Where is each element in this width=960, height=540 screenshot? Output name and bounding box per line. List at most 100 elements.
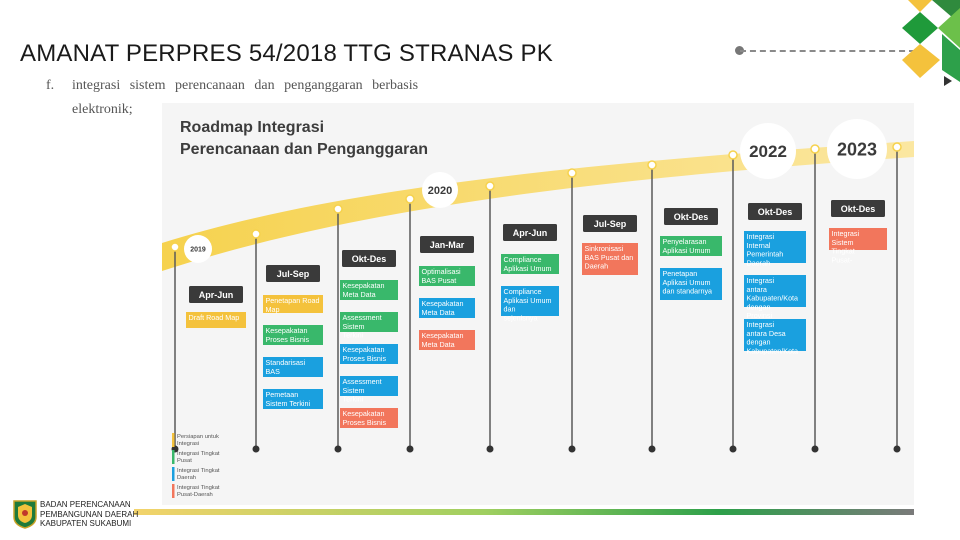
org-line-2: PEMBANGUNAN DAERAH bbox=[40, 509, 139, 519]
timeline-top-dot bbox=[728, 150, 738, 160]
timeline-top-dot bbox=[647, 160, 657, 170]
timeline-top-dot bbox=[405, 194, 415, 204]
slide-title: AMANAT PERPRES 54/2018 TTG STRANAS PK bbox=[20, 40, 553, 67]
point-text-line-2: elektronik; bbox=[72, 102, 133, 117]
roadmap-title-line-1: Roadmap Integrasi bbox=[180, 119, 324, 136]
year-badge bbox=[184, 235, 212, 263]
timeline-bottom-dot bbox=[252, 445, 260, 453]
period-header bbox=[831, 200, 885, 217]
timeline-top-dot bbox=[251, 229, 261, 239]
period-header bbox=[342, 250, 396, 267]
legend-swatch bbox=[172, 467, 175, 481]
org-line-3: KABUPATEN SUKABUMI bbox=[40, 519, 132, 528]
roadmap-activity-box bbox=[340, 312, 398, 332]
period-header-label: Okt-Des bbox=[758, 207, 793, 217]
roadmap-activity-box bbox=[660, 268, 722, 300]
period-header-label: Apr-Jun bbox=[199, 290, 234, 300]
bottom-gradient-bar bbox=[134, 509, 914, 515]
roadmap-activity-box bbox=[744, 319, 806, 351]
period-header bbox=[189, 286, 243, 303]
timeline-bottom-dot bbox=[648, 445, 656, 453]
roadmap-activity-label: Draft Road Map bbox=[189, 313, 240, 322]
timeline-top-dot bbox=[567, 168, 577, 178]
play-arrow-icon bbox=[944, 76, 952, 86]
year-label: 2022 bbox=[749, 142, 787, 161]
roadmap-activity-box bbox=[582, 243, 638, 275]
timeline-bottom-dot bbox=[568, 445, 576, 453]
roadmap-activity-box bbox=[419, 330, 475, 350]
period-header bbox=[664, 208, 718, 225]
deco-dashed-line bbox=[740, 50, 915, 52]
timeline-bottom-dot bbox=[334, 445, 342, 453]
roadmap-activity-box bbox=[501, 286, 559, 316]
deco-dot bbox=[735, 46, 744, 55]
period-header bbox=[583, 215, 637, 232]
year-badge bbox=[422, 172, 458, 208]
roadmap-activity-box bbox=[263, 389, 323, 409]
roadmap-activity-box bbox=[340, 344, 398, 364]
roadmap-activity-box bbox=[829, 228, 887, 250]
period-header bbox=[420, 236, 474, 253]
roadmap-activity-box bbox=[263, 357, 323, 377]
legend-swatch bbox=[172, 484, 175, 498]
legend-swatch bbox=[172, 433, 175, 447]
period-header bbox=[503, 224, 557, 241]
period-header-label: Jul-Sep bbox=[277, 269, 310, 279]
roadmap-title-line-2: Perencanaan dan Penganggaran bbox=[180, 141, 428, 158]
roadmap-activity-box bbox=[186, 312, 246, 328]
corner-decoration bbox=[902, 0, 960, 82]
timeline-bottom-dot bbox=[893, 445, 901, 453]
year-label: 2020 bbox=[428, 185, 452, 197]
period-header-label: Okt-Des bbox=[674, 212, 709, 222]
roadmap-activity-box bbox=[501, 254, 559, 274]
timeline-top-dot bbox=[892, 142, 902, 152]
timeline-bottom-dot bbox=[729, 445, 737, 453]
period-header bbox=[748, 203, 802, 220]
year-badge bbox=[827, 119, 887, 179]
timeline-bottom-dot bbox=[811, 445, 819, 453]
year-label: 2023 bbox=[837, 139, 877, 159]
point-text-line-1: integrasi sistem perencanaan dan pengang… bbox=[72, 78, 419, 93]
roadmap-activity-box bbox=[340, 280, 398, 300]
roadmap-activity-box bbox=[263, 325, 323, 345]
organization-name: BADAN PERENCANAAN PEMBANGUNAN DAERAH KAB… bbox=[40, 500, 138, 529]
legend-swatch bbox=[172, 450, 175, 464]
timeline-bottom-dot bbox=[486, 445, 494, 453]
roadmap-activity-box bbox=[744, 231, 806, 263]
timeline-top-dot bbox=[485, 181, 495, 191]
roadmap-activity-box bbox=[340, 408, 398, 428]
point-letter: f. bbox=[46, 78, 55, 93]
roadmap-activity-box bbox=[660, 236, 722, 256]
roadmap-activity-box bbox=[744, 275, 806, 307]
roadmap-activity-box bbox=[419, 298, 475, 318]
period-header-label: Jan-Mar bbox=[430, 240, 465, 250]
period-header-label: Apr-Jun bbox=[513, 228, 548, 238]
roadmap-panel: Roadmap Integrasi Perencanaan dan Pengan… bbox=[162, 103, 914, 505]
roadmap-activity-box bbox=[340, 376, 398, 396]
org-line-1: BADAN PERENCANAAN bbox=[40, 500, 131, 509]
year-label: 2019 bbox=[190, 246, 206, 253]
roadmap-activity-box bbox=[419, 266, 475, 286]
period-header-label: Okt-Des bbox=[352, 254, 387, 264]
roadmap-activity-box bbox=[263, 295, 323, 313]
period-header bbox=[266, 265, 320, 282]
